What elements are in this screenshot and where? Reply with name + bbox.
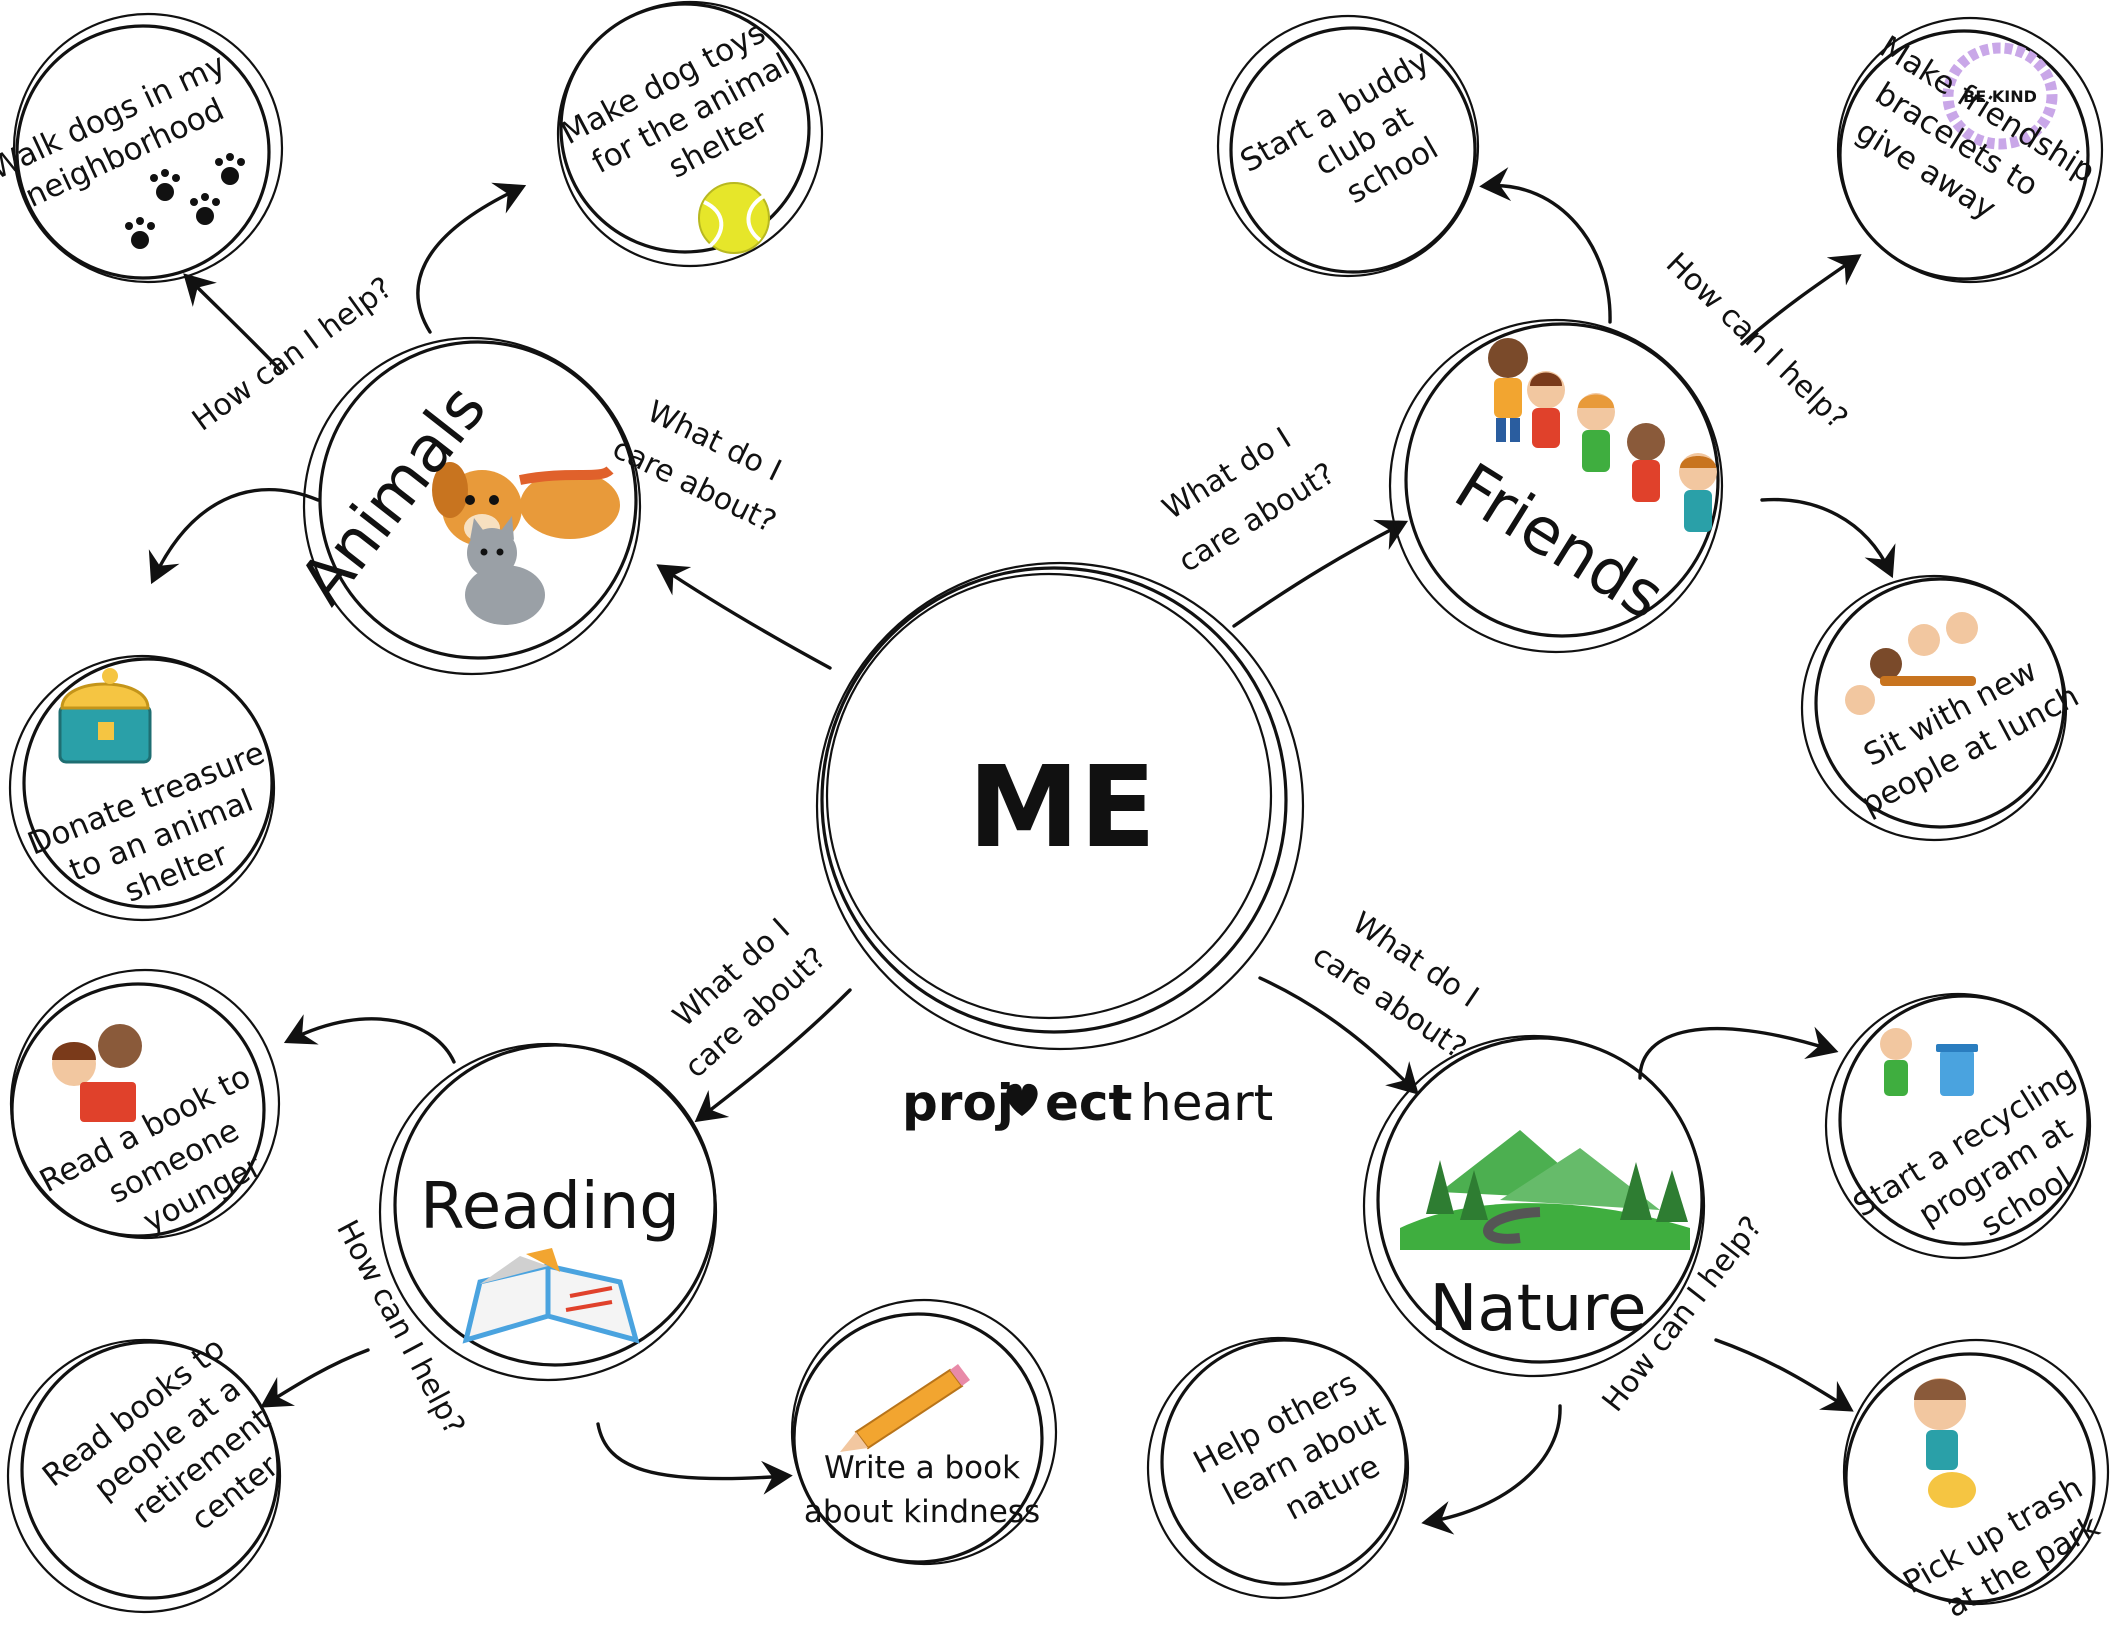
topic-label: Nature — [1429, 1272, 1646, 1346]
idea-buddy-club: Start a buddy club at school — [1216, 14, 1480, 278]
topic-reading: Reading How can I help? Read a book to — [6, 968, 1058, 1614]
cat-icon — [465, 516, 545, 625]
lunch-table-icon — [1845, 612, 1978, 715]
brand-logo: proj ect heart — [902, 1074, 1273, 1132]
brand-part-1: proj — [902, 1074, 1014, 1132]
brand-part-3: heart — [1140, 1074, 1273, 1132]
idea-pick-up-trash: Pick up trash at the park — [1842, 1338, 2110, 1625]
idea-read-retirement: Read books to people at a retirement cen… — [6, 1330, 286, 1614]
idea-help-learn-nature: Help others learn about nature — [1146, 1336, 1410, 1600]
idea-friendship-bracelets: BE KIND Make friendship bracelets to giv… — [1836, 16, 2104, 284]
connector-friends: What do I care about? — [1157, 421, 1409, 628]
bracelet-icon: BE KIND — [1942, 42, 2058, 150]
help-label: How can I help? — [186, 270, 399, 438]
tennis-ball-icon — [698, 182, 770, 254]
topic-friends: Friends How can I help? Start a buddy cl… — [1216, 14, 2104, 842]
kids-reading-icon — [52, 1024, 142, 1122]
idea-read-to-younger: Read a book to someone younger — [9, 968, 281, 1240]
pencil-icon — [840, 1364, 970, 1452]
idea-write-book: Write a book about kindness — [790, 1298, 1058, 1566]
help-label: How can I help? — [1659, 246, 1854, 436]
idea-walk-dogs: Walk dogs in my neighborhood — [0, 12, 284, 284]
connector-reading: What do I care about? — [666, 912, 852, 1123]
recycling-bin-icon — [1880, 1028, 1978, 1096]
idea-donate-treasure: Donate treasure to an animal shelter — [8, 654, 276, 922]
landscape-icon — [1400, 1130, 1690, 1250]
open-book-icon — [462, 1248, 640, 1344]
center-label: ME — [968, 743, 1156, 873]
idea-line: Write a book — [824, 1450, 1020, 1486]
children-group-icon — [1488, 338, 1717, 532]
paw-prints-icon — [125, 153, 245, 249]
idea-recycling: Start a recycling program at school — [1824, 992, 2092, 1260]
dog-icon — [432, 462, 620, 546]
idea-sit-at-lunch: Sit with new people at lunch — [1800, 574, 2085, 842]
connector-nature: What do I care about? — [1258, 905, 1485, 1095]
idea-dog-toys: Make dog toys for the animal shelter — [555, 0, 824, 268]
treasure-chest-icon — [58, 668, 152, 764]
boy-with-trash-bag-icon — [1914, 1378, 1976, 1508]
bracelet-text: BE KIND — [1963, 87, 2037, 106]
topic-nature: Nature How can I help? Start a recycling… — [1146, 992, 2110, 1625]
brand-part-2: ect — [1045, 1074, 1132, 1132]
center-node: ME — [815, 561, 1305, 1051]
connector-animals: What do I care about? — [607, 394, 832, 670]
idea-line: about kindness — [804, 1494, 1040, 1530]
topic-label: Reading — [420, 1170, 680, 1244]
heart-icon — [1006, 1083, 1038, 1116]
